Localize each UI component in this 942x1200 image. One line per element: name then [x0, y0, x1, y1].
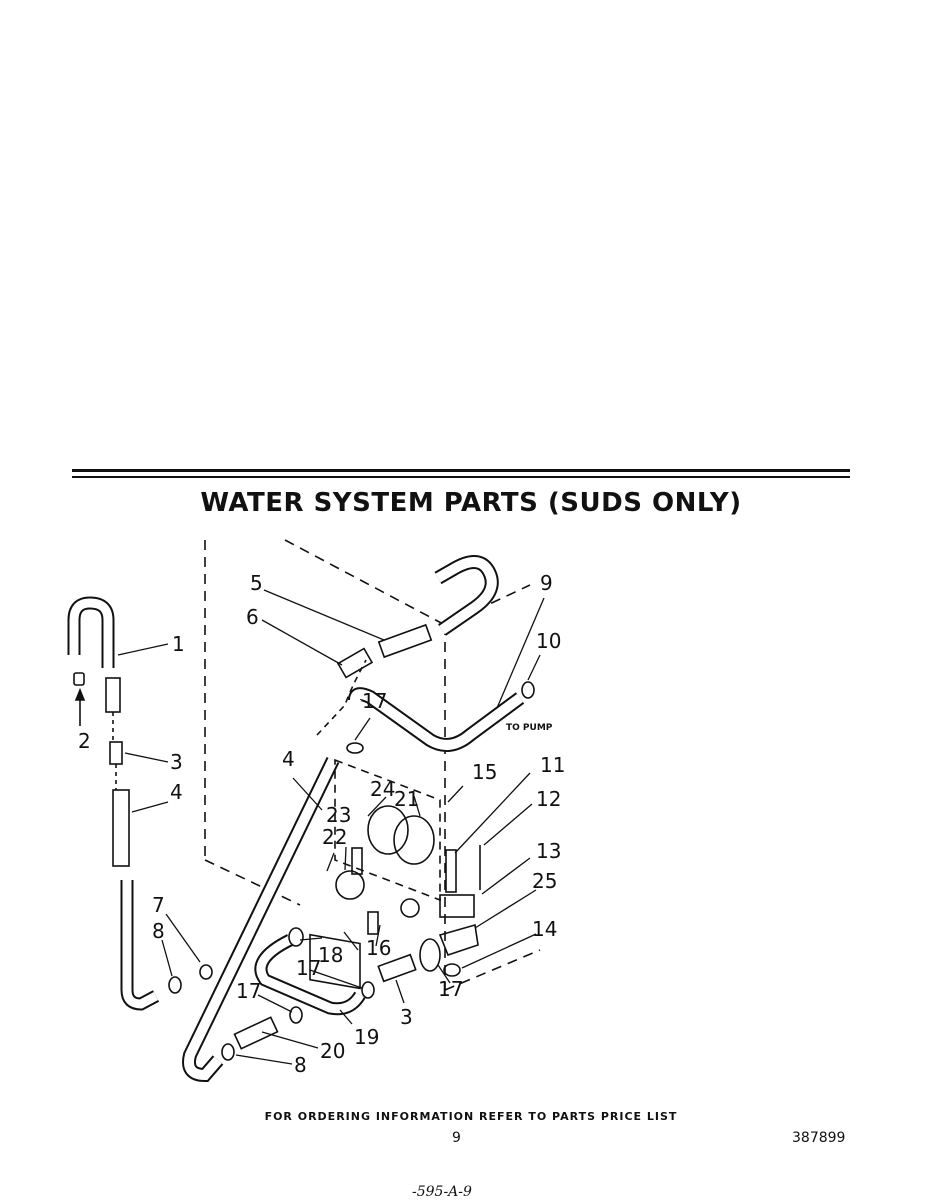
callout-16: 16 [366, 936, 391, 960]
callout-8-bottom: 8 [294, 1053, 307, 1077]
cabinet-outline [204, 539, 541, 991]
callout-19: 19 [354, 1025, 379, 1049]
callout-17-top: 17 [362, 689, 387, 713]
callout-3-right: 3 [400, 1005, 413, 1029]
handwritten-note: -595-A-9 [412, 1184, 472, 1200]
callout-17-low: 17 [236, 979, 261, 1003]
callout-20: 20 [320, 1039, 345, 1063]
callout-23: 23 [326, 803, 351, 827]
callout-17-right: 17 [438, 977, 463, 1001]
page-number: 9 [452, 1130, 461, 1146]
callout-10: 10 [536, 629, 561, 653]
callout-25: 25 [532, 869, 557, 893]
callout-9: 9 [540, 571, 553, 595]
callout-7: 7 [152, 893, 165, 917]
callout-2: 2 [78, 729, 91, 753]
callout-3-left: 3 [170, 750, 183, 774]
callout-4-center: 4 [282, 747, 295, 771]
ordering-footer: FOR ORDERING INFORMATION REFER TO PARTS … [264, 1110, 678, 1123]
top-rule-thin [72, 476, 850, 478]
callout-1: 1 [172, 632, 185, 656]
callout-11: 11 [540, 753, 565, 777]
callout-21: 21 [394, 787, 419, 811]
callout-13: 13 [536, 839, 561, 863]
callout-6: 6 [246, 605, 259, 629]
callout-17-mid: 17 [296, 956, 321, 980]
callout-24: 24 [370, 777, 395, 801]
to-pump-label: TO PUMP [506, 723, 553, 733]
callout-14: 14 [532, 917, 557, 941]
callout-22: 22 [322, 825, 347, 849]
callout-4-left: 4 [170, 780, 183, 804]
document-number: 387899 [792, 1130, 846, 1146]
callout-12: 12 [536, 787, 561, 811]
top-rule-thick [72, 469, 850, 472]
callout-8-left: 8 [152, 919, 165, 943]
callout-18: 18 [318, 943, 343, 967]
page-title: WATER SYSTEM PARTS (SUDS ONLY) [200, 488, 742, 518]
callout-15: 15 [472, 760, 497, 784]
callout-5: 5 [250, 571, 263, 595]
